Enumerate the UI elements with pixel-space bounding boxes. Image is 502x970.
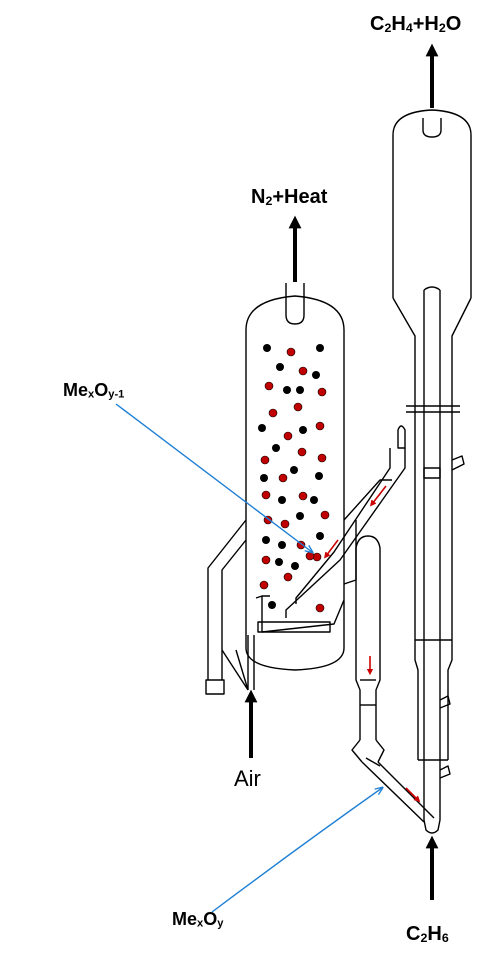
standpipe <box>351 535 435 823</box>
reduced-oxide-label: MexOy-1 <box>63 380 125 401</box>
reduced-particles <box>259 347 330 613</box>
regenerator-vessel <box>205 283 345 695</box>
oxidized-oxide-label: MexOy <box>172 909 224 930</box>
solid-flow-arrows <box>324 485 421 803</box>
reactor-vessel <box>392 109 472 834</box>
air-label: Air <box>234 766 261 791</box>
oxidized-oxide-pointer <box>211 788 382 913</box>
feed-label: C2H6 <box>406 923 449 945</box>
exhaust-label: N2+Heat <box>251 186 328 208</box>
product-label: C2H4+H2O <box>370 13 462 35</box>
reduced-oxide-pointer <box>115 403 312 552</box>
oxidized-particles <box>258 344 324 609</box>
